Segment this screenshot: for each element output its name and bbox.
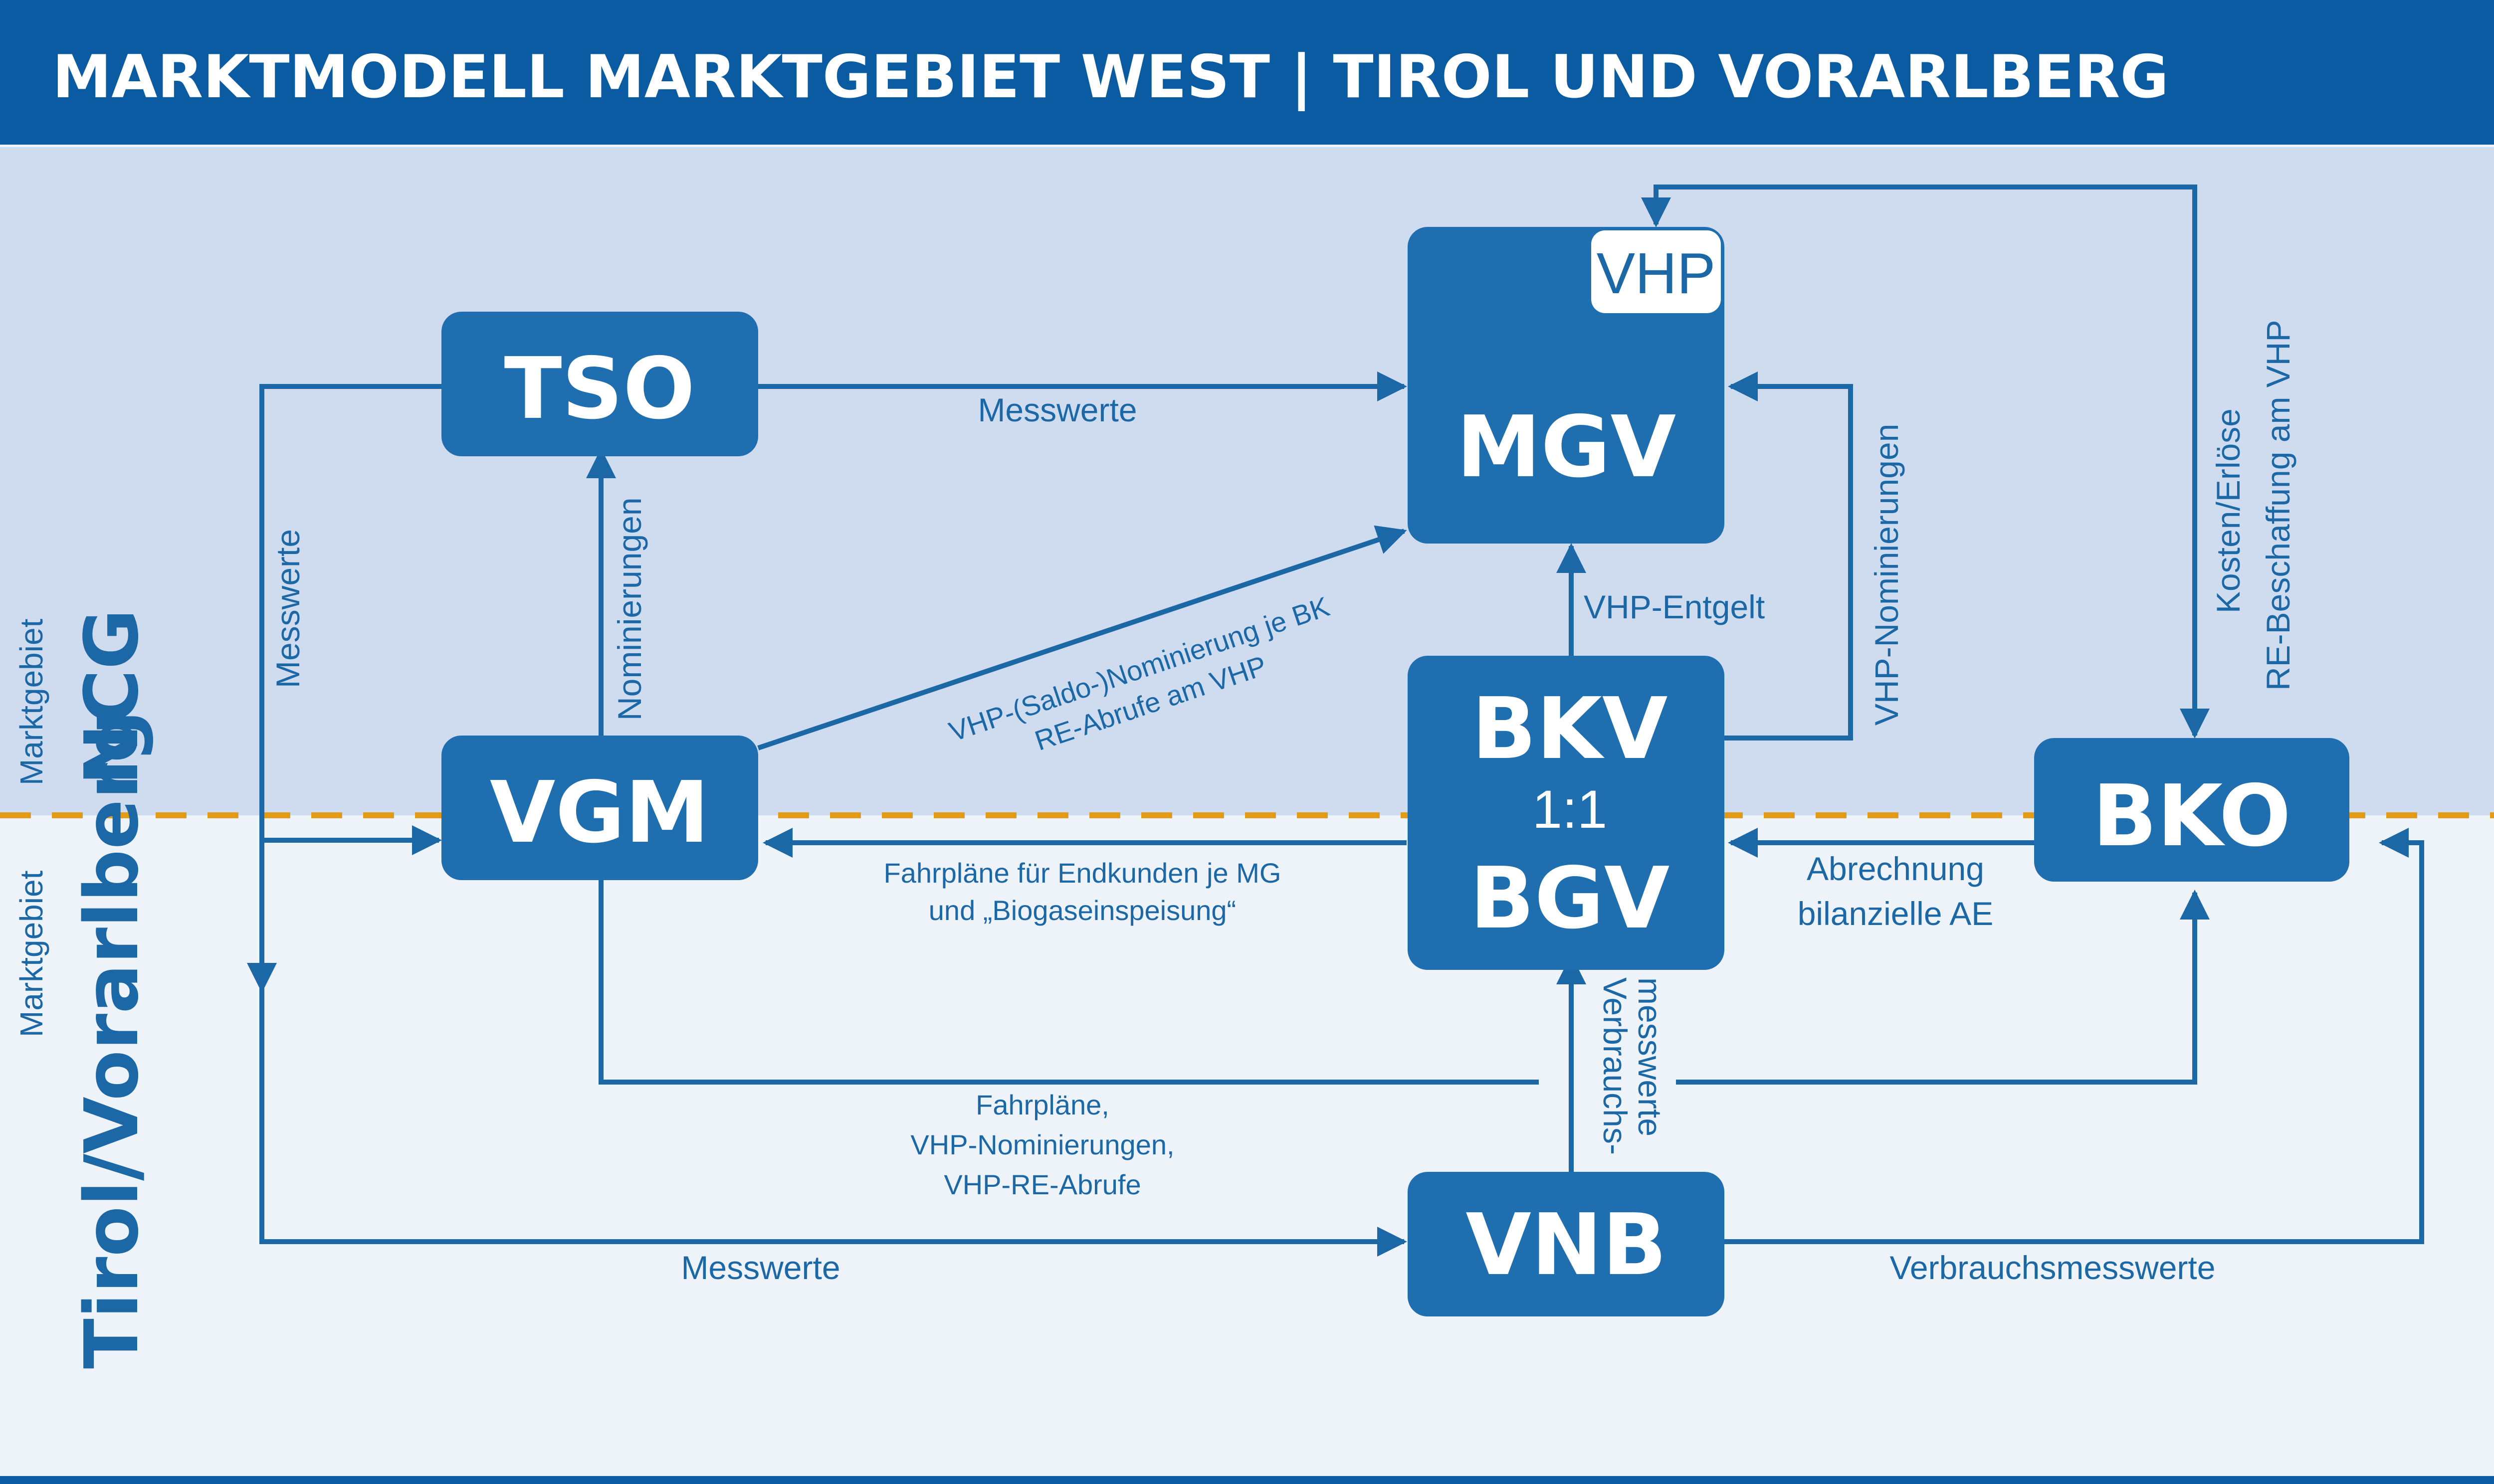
label-vnb-bko: Verbrauchsmesswerte xyxy=(1890,1249,2216,1286)
label-vgm-bko-line3: VHP-RE-Abrufe xyxy=(944,1169,1141,1200)
node-tso: TSO xyxy=(441,312,758,456)
upper-region-background xyxy=(0,147,2494,815)
node-vgm-box xyxy=(441,736,758,880)
node-bko: BKO xyxy=(2034,738,2349,882)
label-bkv-vgm-line2: und „Biogaseinspeisung“ xyxy=(929,895,1236,926)
node-tso-label: TSO xyxy=(504,340,695,438)
label-tso-measure: Messwerte xyxy=(269,529,306,688)
edge-vgm-mgv xyxy=(757,525,1407,750)
label-tso-mgv: Messwerte xyxy=(978,391,1137,428)
label-bko-bkv-line1: Abrechnung xyxy=(1807,850,1984,887)
edge-bkv-mgv-nominations xyxy=(1723,371,1853,741)
node-bkv-label: BKV xyxy=(1472,680,1668,778)
node-bkv-bgv-box xyxy=(1408,656,1724,970)
label-vgm-bko-line1: Fahrpläne, xyxy=(976,1089,1109,1120)
label-bkv-mgv: VHP-Entgelt xyxy=(1584,588,1765,625)
page-title: MARKTMODELL MARKTGEBIET WEST | TIROL UND… xyxy=(52,43,2169,112)
label-bko-bkv-line2: bilanzielle AE xyxy=(1798,895,1994,932)
label-vnb-bgv-line2: messwerte xyxy=(1632,977,1668,1136)
node-mgv-label: MGV xyxy=(1456,398,1676,497)
node-mgv: VHP MGV xyxy=(1408,227,1724,544)
edge-vnb-bko xyxy=(1723,828,2424,1244)
node-vnb-box xyxy=(1408,1172,1724,1316)
edge-vgm-loop-left xyxy=(599,880,1539,1085)
label-vgm-bko-line2: VHP-Nominierungen, xyxy=(910,1129,1174,1160)
label-mgv-bko-line2: RE-Beschaffung am VHP xyxy=(2260,320,2296,691)
node-vnb-label: VNB xyxy=(1465,1196,1666,1295)
label-bkv-mgv-nominations: VHP-Nominierungen xyxy=(1868,424,1905,726)
label-vnb-bgv-line1: Verbrauchs- xyxy=(1597,977,1634,1155)
node-bko-label: BKO xyxy=(2092,767,2291,866)
label-vnb-measure: Messwerte xyxy=(681,1249,840,1286)
footer-bar xyxy=(0,1476,2494,1484)
edges xyxy=(247,185,2424,1257)
node-vgm: VGM xyxy=(441,736,758,880)
upper-region-label: Marktgebiet xyxy=(13,618,49,785)
upper-region-name: NCG xyxy=(69,609,155,785)
edge-top-to-mgv xyxy=(1641,185,2195,227)
edge-tso-measure-down xyxy=(247,384,444,993)
header-bar xyxy=(0,0,2494,145)
node-vgm-label: VGM xyxy=(490,763,709,862)
node-ratio-label: 1:1 xyxy=(1532,779,1607,839)
label-mgv-bko-line1: Kosten/Erlöse xyxy=(2210,408,2247,613)
lower-region-name: Tirol/Vorarlberg xyxy=(69,710,155,1369)
label-bkv-vgm-line1: Fahrpläne für Endkunden je MG xyxy=(884,857,1281,889)
node-vnb: VNB xyxy=(1408,1172,1724,1316)
edge-vgm-loop-bko xyxy=(1676,890,2210,1085)
edge-measure-vnb xyxy=(259,990,1407,1257)
node-bkv-bgv: BKV 1:1 BGV xyxy=(1408,656,1724,970)
lower-region-label: Marktgebiet xyxy=(13,870,49,1037)
vhp-badge-label: VHP xyxy=(1597,241,1716,306)
node-bgv-label: BGV xyxy=(1470,849,1670,948)
node-tso-box xyxy=(441,312,758,456)
node-bko-box xyxy=(2034,738,2349,882)
label-vgm-tso: Nominierungen xyxy=(611,497,648,721)
vhp-badge xyxy=(1591,230,1721,313)
